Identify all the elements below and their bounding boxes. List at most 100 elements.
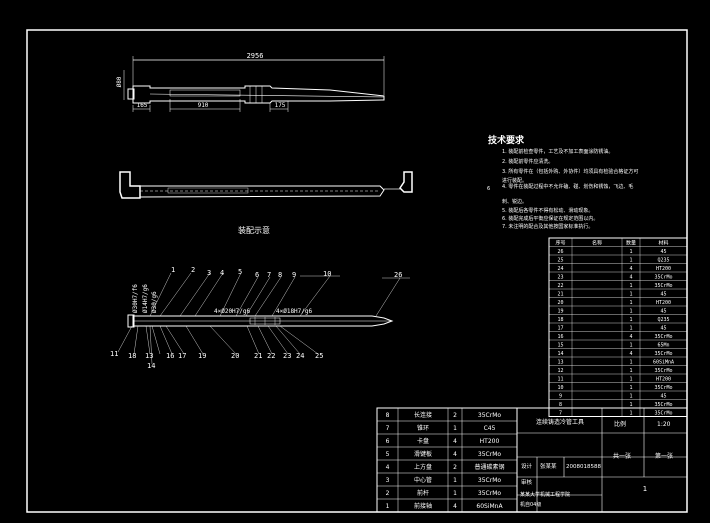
tech-req-note: 6 — [487, 186, 490, 192]
balloon: 8 — [278, 271, 282, 279]
bom-cell: 6 — [386, 438, 390, 445]
top-view: 2956 Ø80 165 910 175 — [116, 52, 385, 112]
bom-cell: 35CrMo — [654, 402, 672, 408]
bom-cell: 35CrMo — [478, 451, 501, 458]
sheets-label: 共一张 — [613, 452, 631, 460]
tech-req-line: 2. 装配前零件应清洗。 — [502, 158, 553, 165]
bom-cell: 前杆 — [417, 489, 429, 497]
balloon: 19 — [198, 352, 206, 360]
bom-cell: 1 — [629, 300, 632, 306]
balloon: 22 — [267, 352, 275, 360]
bom-cell: 45 — [660, 309, 666, 315]
bom-cell: HT200 — [656, 266, 671, 272]
bom-cell: 1 — [629, 258, 632, 264]
balloon: 26 — [394, 271, 402, 279]
bom-cell: 14 — [557, 351, 563, 357]
bom-cell: 3 — [386, 477, 390, 484]
balloon: 11 — [110, 350, 118, 358]
bom-cell: 1 — [629, 292, 632, 298]
bom-cell: 17 — [557, 326, 563, 332]
bom-cell: 4 — [629, 351, 632, 357]
tech-req-line: 进行装配。 — [502, 177, 527, 184]
fit-label-left: 4×Ø20H7/g6 — [214, 308, 251, 315]
design-name: 张某某 — [540, 462, 557, 470]
bom-cell: 45 — [660, 326, 666, 332]
bom-cell: 18 — [557, 317, 563, 323]
bom-cell: 15 — [557, 343, 563, 349]
bom-cell: Q235 — [657, 258, 669, 264]
bom-cell: 8 — [559, 402, 562, 408]
bom-header: 名称 — [592, 240, 602, 247]
bom-cell: 65Mn — [657, 343, 669, 349]
drawing-border — [26, 29, 688, 513]
bom-cell: 25 — [557, 258, 563, 264]
check-label: 审核 — [521, 478, 533, 486]
bom-cell: HT200 — [480, 438, 500, 445]
bom-cell: 1 — [629, 402, 632, 408]
bom-cell: 1 — [453, 425, 457, 432]
bom-cell: 35CrMo — [654, 351, 672, 357]
bom-cell: 45 — [660, 292, 666, 298]
bom-cell: 35CrMo — [654, 275, 672, 281]
scale-label: 比例 — [614, 420, 626, 428]
bom-header: 序号 — [555, 240, 565, 247]
bom-cell: 24 — [557, 266, 563, 272]
overall-length-label: 2956 — [247, 52, 264, 60]
bom-cell: 1 — [629, 249, 632, 255]
bom-cell: 锥环 — [417, 424, 429, 432]
bom-cell: 1 — [629, 385, 632, 391]
balloon: 17 — [178, 352, 186, 360]
bom-cell: 21 — [557, 292, 563, 298]
bom-cell: HT200 — [656, 300, 671, 306]
bom-cell: 45 — [660, 394, 666, 400]
bom-cell: 1 — [629, 411, 632, 417]
bom-cell: 7 — [386, 425, 390, 432]
balloon: 21 — [254, 352, 262, 360]
balloon: 14 — [147, 362, 155, 370]
bom-cell: HT200 — [656, 377, 671, 383]
bom-cell: 4 — [386, 464, 390, 471]
fit-label: Ø30/g6 — [151, 291, 158, 313]
balloon: 24 — [296, 352, 304, 360]
balloon: 2 — [191, 266, 195, 274]
bom-cell: 35CrMo — [478, 477, 501, 484]
bom-cell: 1 — [629, 394, 632, 400]
bom-cell: 2 — [386, 490, 390, 497]
bom-cell: 13 — [557, 360, 563, 366]
bom-cell: 5 — [386, 451, 390, 458]
tech-req-line: 刺、锐边。 — [502, 198, 527, 205]
balloon: 3 — [207, 269, 211, 277]
tech-req-line: 5. 装配后各零件不得有松动、滑动现象。 — [502, 207, 593, 214]
bom-cell: 11 — [557, 377, 563, 383]
bom-cell: 60SiMnA — [653, 360, 674, 366]
bom-cell: 35CrMo — [654, 334, 672, 340]
drawing-title: 连续铸造冷管工具 — [536, 418, 584, 426]
bom-cell: 普通碳素钢 — [474, 463, 504, 471]
bom-cell: 35CrMo — [654, 368, 672, 374]
tech-requirements: 技术要求 1. 装配前检查零件，工艺及不加工表面涂防锈油。 2. 装配前零件应清… — [487, 134, 638, 230]
bom-cell: 1 — [629, 360, 632, 366]
design-label: 设计 — [521, 462, 533, 470]
balloon: 16 — [166, 352, 174, 360]
tech-req-title: 技术要求 — [488, 134, 525, 146]
balloon: 25 — [315, 352, 323, 360]
section-caption: 装配示意 — [238, 225, 270, 235]
bom-cell: 35CrMo — [478, 490, 501, 497]
balloon: 7 — [267, 271, 271, 279]
bom-cell: 10 — [557, 385, 563, 391]
sheet-number: 1 — [643, 485, 647, 493]
bom-cell: 滑键板 — [414, 450, 432, 458]
sheet-label: 第一张 — [655, 452, 673, 460]
bom-cell: 2 — [453, 464, 457, 471]
bom-cell: 1 — [629, 368, 632, 374]
bom-cell: 35CrMo — [478, 412, 501, 419]
scale-value: 1:20 — [657, 421, 671, 428]
bom-cell: 16 — [557, 334, 563, 340]
bom-cell: 4 — [453, 438, 457, 445]
rod-outline-top — [132, 85, 385, 104]
bom-cell: 长连接 — [414, 411, 432, 419]
bom-cell: 60SiMnA — [476, 503, 503, 510]
